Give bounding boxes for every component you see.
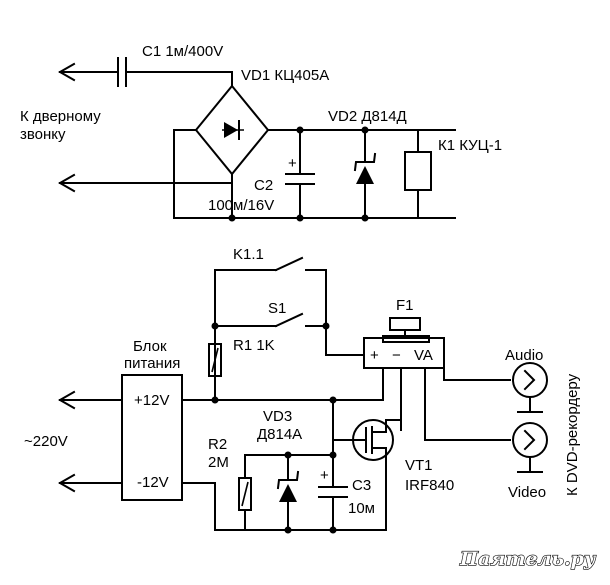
- doorbell-input-circuit: [57, 57, 456, 222]
- label-k1-1: K1.1: [233, 246, 264, 263]
- junction-dot: [211, 322, 219, 330]
- label-psu-2: питания: [124, 355, 180, 372]
- label-va: VA: [414, 347, 433, 364]
- mains-arrow-bottom: [57, 473, 123, 493]
- junction-dot: [284, 451, 292, 459]
- label-vt1-name: VT1: [405, 457, 433, 474]
- label-door-bell-2: звонку: [20, 126, 66, 143]
- label-c2-name: C2: [254, 177, 273, 194]
- junction-dot: [322, 322, 330, 330]
- junction-dot: [296, 214, 304, 222]
- label-c3-value: 10м: [348, 500, 375, 517]
- junction-dot: [361, 126, 369, 134]
- junction-dot: [329, 451, 337, 459]
- switch-k1-1: [274, 256, 327, 341]
- relay-coil-k1: [404, 129, 432, 219]
- resistor-r1: [208, 343, 222, 377]
- label-vd1: VD1 КЦ405А: [241, 67, 329, 84]
- label-f1: F1: [396, 297, 414, 314]
- watermark: Паятель.ру: [459, 548, 597, 570]
- label-c2-value: 100м/16V: [208, 197, 274, 214]
- label-vd3-type: Д814А: [257, 426, 302, 443]
- label-vd3-name: VD3: [263, 408, 292, 425]
- door-bell-arrow-top: [57, 62, 119, 82]
- door-bell-arrow-bottom: [57, 173, 175, 193]
- label-door-bell-1: К дверному: [20, 108, 101, 125]
- mosfet-vt1: [352, 419, 402, 461]
- label-c2-plus: +: [288, 155, 297, 172]
- label-psu-1: Блок: [133, 338, 167, 355]
- capacitor-c2: [285, 129, 315, 219]
- capacitor-c3: [318, 439, 348, 531]
- label-dvd-recorder: К DVD-рекордеру: [564, 373, 581, 496]
- label-c3-plus: +: [320, 467, 329, 484]
- label-minus-12v: -12V: [137, 474, 169, 491]
- label-r1: R1 1K: [233, 337, 275, 354]
- label-vt1-type: IRF840: [405, 477, 454, 494]
- junction-dot: [361, 214, 369, 222]
- junction-dot: [329, 396, 337, 404]
- junction-dot: [329, 526, 337, 534]
- video-jack: [512, 422, 548, 473]
- label-va-minus: −: [392, 347, 401, 364]
- capacitor-c1: [117, 57, 233, 87]
- label-audio: Audio: [505, 347, 543, 364]
- label-video: Video: [508, 484, 546, 501]
- resistor-r2: [238, 477, 252, 531]
- ammeter-va-block: [363, 337, 445, 369]
- recorder-control-circuit: [57, 256, 548, 534]
- label-k1: К1 КУЦ-1: [438, 137, 502, 154]
- junction-dot: [284, 526, 292, 534]
- label-vd2: VD2 Д814Д: [328, 108, 407, 125]
- audio-jack: [512, 362, 548, 413]
- junction-dot: [228, 214, 236, 222]
- junction-dot: [296, 126, 304, 134]
- power-supply-block: [121, 374, 183, 501]
- label-mains: ~220V: [24, 433, 68, 450]
- label-c3-name: C3: [352, 477, 371, 494]
- label-s1: S1: [268, 300, 286, 317]
- label-c1: C1 1м/400V: [142, 43, 223, 60]
- label-r2-value: 2М: [208, 454, 229, 471]
- zener-vd3: [276, 454, 300, 531]
- diode-bridge-vd1: [173, 84, 456, 219]
- label-va-plus: +: [370, 347, 379, 364]
- label-r2-name: R2: [208, 436, 227, 453]
- label-plus-12v: +12V: [134, 392, 169, 409]
- junction-dot: [211, 396, 219, 404]
- zener-vd2: [353, 129, 377, 219]
- mains-arrow-top: [57, 390, 123, 410]
